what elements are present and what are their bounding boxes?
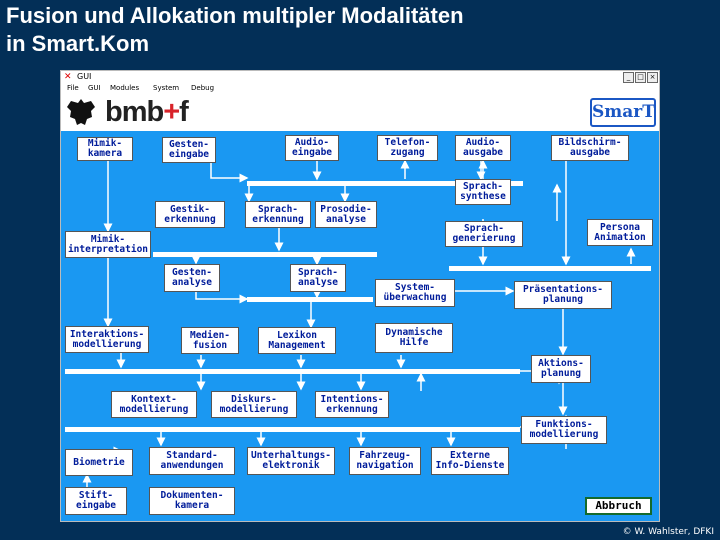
bus-long: [65, 369, 520, 374]
menu-system[interactable]: System: [153, 84, 180, 92]
module-sprach-generierung[interactable]: Sprach- generierung: [445, 221, 523, 247]
federal-eagle-icon: [67, 99, 95, 125]
module-gesten-eingabe[interactable]: Gesten- eingabe: [162, 137, 216, 163]
module-system-ueberwachung[interactable]: System- überwachung: [375, 279, 455, 307]
module-persona-animation[interactable]: Persona Animation: [587, 219, 653, 246]
bus-right-upper: [449, 266, 651, 271]
module-audio-ausgabe[interactable]: Audio- ausgabe: [455, 135, 511, 161]
module-sprach-analyse[interactable]: Sprach- analyse: [290, 264, 346, 292]
window-titlebar[interactable]: ✕ GUI _ □ ×: [61, 71, 659, 83]
abort-button[interactable]: Abbruch: [585, 497, 652, 515]
bmbf-logo-right: f: [179, 96, 189, 128]
slide-title: Fusion und Allokation multipler Modalitä…: [6, 2, 464, 58]
minimize-button[interactable]: _: [623, 72, 634, 83]
copyright-credit: © W. Wahlster, DFKI: [622, 527, 714, 537]
maximize-button[interactable]: □: [635, 72, 646, 83]
module-prosodie-analyse[interactable]: Prosodie- analyse: [315, 201, 377, 228]
bmbf-logo: bmb+f: [105, 95, 189, 129]
x-logo-icon: ✕: [64, 72, 72, 82]
module-telefon-zugang[interactable]: Telefon- zugang: [377, 135, 438, 161]
module-dokumenten-kamera[interactable]: Dokumenten- kamera: [149, 487, 235, 515]
module-medien-fusion[interactable]: Medien- fusion: [181, 327, 239, 354]
module-mimik-kamera[interactable]: Mimik- kamera: [77, 137, 133, 161]
menu-file[interactable]: File: [67, 84, 79, 92]
menu-modules[interactable]: Modules: [110, 84, 140, 92]
slide-title-line2: in Smart.Kom: [6, 31, 150, 56]
module-aktions-planung[interactable]: Aktions- planung: [531, 355, 591, 383]
menu-debug[interactable]: Debug: [191, 84, 215, 92]
menu-bar: File GUI Modules System Debug: [61, 83, 659, 94]
module-sprach-synthese[interactable]: Sprach- synthese: [455, 179, 511, 205]
module-interaktions-modellierung[interactable]: Interaktions- modellierung: [65, 326, 149, 353]
module-biometrie[interactable]: Biometrie: [65, 449, 133, 476]
bus-analysis: [247, 297, 373, 302]
module-intentions-erkennung[interactable]: Intentions- erkennung: [315, 391, 389, 418]
module-externe-info-dienste[interactable]: Externe Info-Dienste: [431, 447, 509, 475]
module-praesentations-planung[interactable]: Präsentations- planung: [514, 281, 612, 309]
smartkom-gui-window: ✕ GUI _ □ × File GUI Modules System Debu…: [60, 70, 660, 522]
module-dynamische-hilfe[interactable]: Dynamische Hilfe: [375, 323, 453, 353]
module-audio-eingabe[interactable]: Audio- eingabe: [285, 135, 339, 161]
module-diskurs-modellierung[interactable]: Diskurs- modellierung: [211, 391, 297, 418]
module-fahrzeug-navigation[interactable]: Fahrzeug- navigation: [349, 447, 421, 475]
bmbf-logo-plus: +: [163, 96, 180, 128]
smartkom-logo: SmarT: [590, 98, 656, 127]
bus-knowledge: [65, 427, 520, 432]
module-sprach-erkennung[interactable]: Sprach- erkennung: [245, 201, 311, 228]
slide-title-line1: Fusion und Allokation multipler Modalitä…: [6, 3, 464, 28]
module-standard-anwendungen[interactable]: Standard- anwendungen: [149, 447, 235, 475]
module-stift-eingabe[interactable]: Stift- eingabe: [65, 487, 127, 515]
close-button[interactable]: ×: [647, 72, 658, 83]
bus-top: [247, 181, 523, 186]
window-title: GUI: [77, 72, 92, 81]
module-unterhaltungs-elektronik[interactable]: Unterhaltungs- elektronik: [247, 447, 335, 475]
module-kontext-modellierung[interactable]: Kontext- modellierung: [111, 391, 197, 418]
module-funktions-modellierung[interactable]: Funktions- modellierung: [521, 416, 607, 444]
bmbf-logo-left: bmb: [105, 96, 164, 128]
bus-mid: [153, 252, 377, 257]
menu-gui[interactable]: GUI: [88, 84, 101, 92]
banner: bmb+f SmarT: [61, 94, 659, 131]
module-lexikon-management[interactable]: Lexikon Management: [258, 327, 336, 354]
module-gestik-erkennung[interactable]: Gestik- erkennung: [155, 201, 225, 228]
module-mimik-interpretation[interactable]: Mimik- interpretation: [65, 231, 151, 258]
module-gesten-analyse[interactable]: Gesten- analyse: [164, 264, 220, 292]
module-bildschirm-ausgabe[interactable]: Bildschirm- ausgabe: [551, 135, 629, 161]
